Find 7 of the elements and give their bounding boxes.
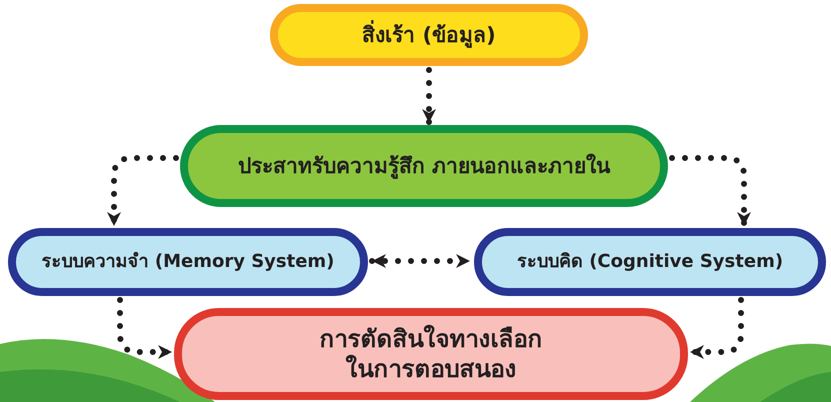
box-label: สิ่งเร้า (ข้อมูล) (362, 22, 496, 48)
dotted-arrow (422, 67, 436, 126)
dotted-arrow (669, 155, 751, 229)
box-label: ระบบความจำ (Memory System) (42, 250, 334, 274)
box-label: การตัดสินใจทางเลือกในการตอบสนอง (318, 324, 544, 384)
box-label: ระบบคิด (Cognitive System) (516, 250, 784, 274)
box-label: ประสาทรับความรู้สึก ภายนอกและภายใน (238, 152, 610, 180)
